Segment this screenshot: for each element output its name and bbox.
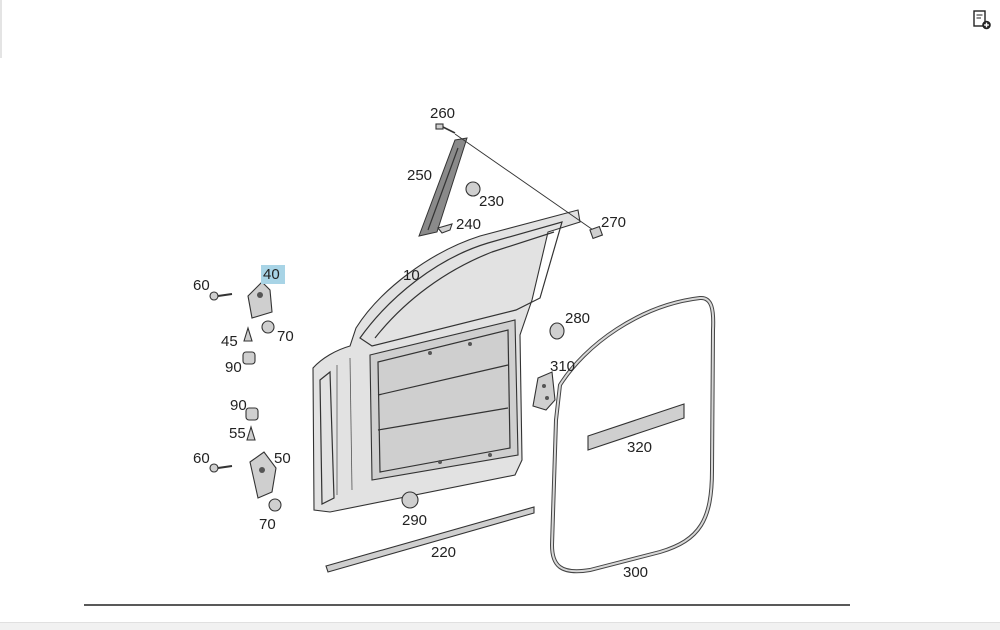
callout-45[interactable]: 45 (221, 333, 238, 350)
document-add-icon[interactable] (970, 8, 994, 32)
left-panel-edge (0, 0, 2, 58)
callout-250[interactable]: 250 (407, 167, 432, 184)
callout-60-top[interactable]: 60 (193, 277, 210, 294)
bracket-310-part[interactable] (532, 371, 556, 411)
callout-50[interactable]: 50 (274, 450, 291, 467)
callout-70-bottom[interactable]: 70 (259, 516, 276, 533)
callout-40-highlight (261, 265, 285, 284)
cap-290-part[interactable] (401, 491, 419, 509)
callout-300[interactable]: 300 (623, 564, 648, 581)
bottom-status-band (0, 622, 1000, 630)
lower-hinge-50-part[interactable] (249, 451, 277, 499)
callout-320[interactable]: 320 (627, 439, 652, 456)
bolt-60-top-part[interactable] (209, 291, 233, 301)
trim-strip-320-part[interactable] (587, 403, 685, 451)
sill-trim-220-part[interactable] (325, 506, 535, 573)
door-seal-inner-line (550, 296, 715, 573)
door-shell-part[interactable] (312, 209, 581, 513)
callout-220[interactable]: 220 (431, 544, 456, 561)
nut-70-top-part[interactable] (261, 320, 275, 334)
pin-45-part[interactable] (243, 326, 253, 342)
cap-230-part[interactable] (465, 181, 481, 197)
clip-240-part[interactable] (437, 223, 453, 234)
bushing-90-bottom-part[interactable] (245, 407, 259, 421)
callout-40[interactable]: 40 (263, 266, 280, 283)
callout-240[interactable]: 240 (456, 216, 481, 233)
clip-270-part[interactable] (589, 225, 604, 240)
nut-70-bottom-part[interactable] (268, 498, 282, 512)
cap-280-part[interactable] (549, 322, 565, 340)
callout-90-bottom[interactable]: 90 (230, 397, 247, 414)
callout-90-top[interactable]: 90 (225, 359, 242, 376)
callout-60-bottom[interactable]: 60 (193, 450, 210, 467)
callout-260[interactable]: 260 (430, 105, 455, 122)
window-channel-part[interactable] (418, 137, 468, 237)
upper-hinge-40-part[interactable] (247, 281, 273, 319)
bushing-90-top-part[interactable] (242, 351, 256, 365)
callout-310[interactable]: 310 (550, 358, 575, 375)
screw-260-part[interactable] (435, 123, 456, 134)
callout-55[interactable]: 55 (229, 425, 246, 442)
callout-270[interactable]: 270 (601, 214, 626, 231)
callout-70-top[interactable]: 70 (277, 328, 294, 345)
pin-55-part[interactable] (246, 425, 256, 441)
callout-10[interactable]: 10 (403, 267, 420, 284)
callout-290[interactable]: 290 (402, 512, 427, 529)
callout-230[interactable]: 230 (479, 193, 504, 210)
bolt-60-bottom-part[interactable] (209, 463, 233, 473)
callout-280[interactable]: 280 (565, 310, 590, 327)
leader-line-260-270 (454, 133, 597, 233)
